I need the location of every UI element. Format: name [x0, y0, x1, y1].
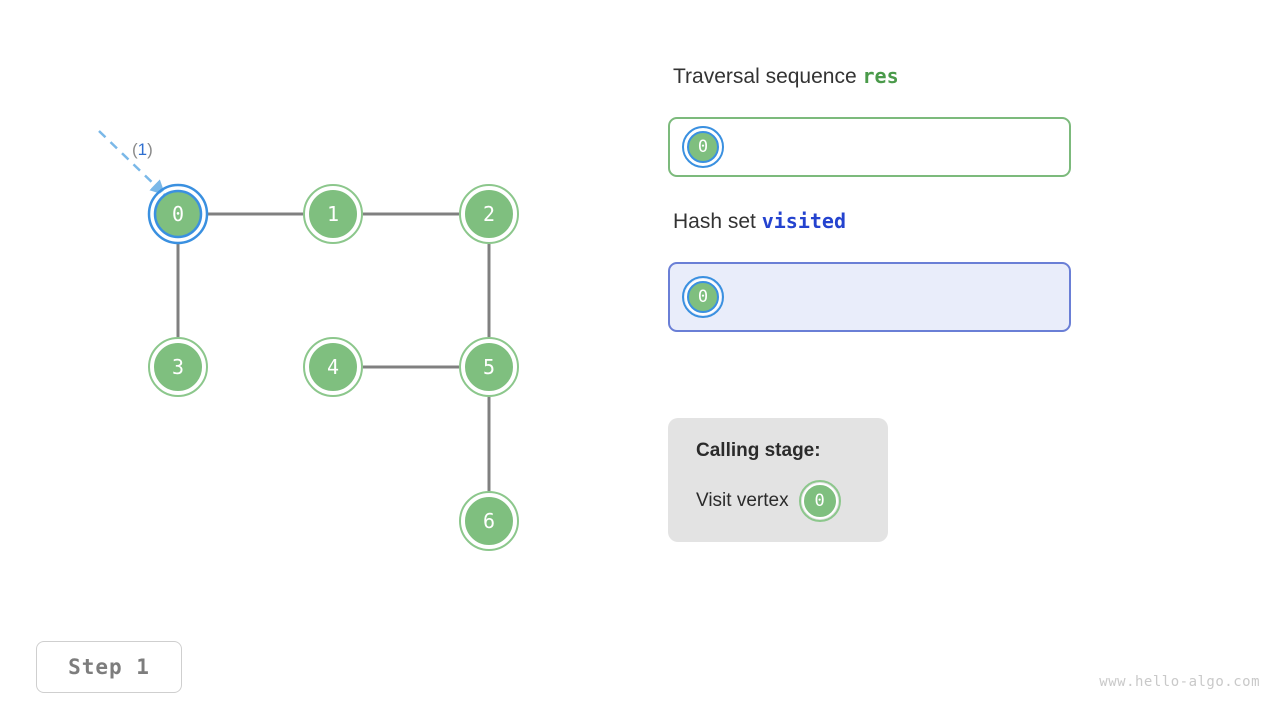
node-fill — [463, 495, 515, 547]
node-label: 1 — [327, 202, 339, 226]
token-label: 0 — [687, 131, 719, 163]
node-label: 0 — [172, 202, 184, 226]
graph-svg: (1) 0 1 2 3 4 5 6 — [98, 130, 519, 551]
node-fill — [307, 341, 359, 393]
pointer-label-number: 1 — [138, 140, 147, 159]
node-fill — [307, 188, 359, 240]
pointer-arrow — [98, 130, 166, 196]
res-item-list: 0 — [682, 119, 724, 175]
graph-panel: (1) 0 1 2 3 4 5 6 — [0, 0, 640, 620]
res-title-code: res — [862, 64, 899, 88]
node-fill — [463, 188, 515, 240]
value-token: 0 — [682, 126, 724, 168]
node-label: 3 — [172, 355, 184, 379]
node-label: 2 — [483, 202, 495, 226]
node-layer: 0 1 2 3 4 5 6 — [147, 183, 519, 551]
token-gap-ring — [685, 129, 721, 165]
node-outer-ring — [303, 337, 363, 397]
visited-container: 0 — [668, 262, 1071, 332]
node-white-gap-ring — [150, 186, 206, 242]
graph-node-2[interactable]: 2 — [459, 184, 519, 244]
node-outer-ring — [459, 184, 519, 244]
node-label: 4 — [327, 355, 339, 379]
calling-stage-card: Calling stage: Visit vertex 0 — [668, 418, 888, 542]
graph-node-4[interactable]: 4 — [303, 337, 363, 397]
graph-node-3[interactable]: 3 — [148, 337, 208, 397]
value-token: 0 — [682, 276, 724, 318]
node-fill — [153, 189, 203, 239]
node-outer-ring — [459, 491, 519, 551]
token-outer-ring — [682, 276, 724, 318]
token-gap-ring — [685, 279, 721, 315]
node-label: 5 — [483, 355, 495, 379]
token-outer-ring — [682, 126, 724, 168]
token-label: 0 — [801, 483, 838, 519]
pointer-label-open-paren: ( — [132, 140, 138, 159]
visited-title-code: visited — [761, 209, 847, 233]
pointer-arrow-label: (1) — [132, 140, 153, 159]
visited-item-list: 0 — [682, 264, 724, 330]
node-fill — [463, 341, 515, 393]
graph-node-0[interactable]: 0 — [147, 183, 209, 245]
token-outer-ring — [798, 480, 841, 522]
graph-node-6[interactable]: 6 — [459, 491, 519, 551]
node-label: 6 — [483, 509, 495, 533]
node-outer-ring — [303, 184, 363, 244]
graph-node-1[interactable]: 1 — [303, 184, 363, 244]
visited-section-title: Hash set visited — [673, 209, 846, 234]
node-outer-ring — [148, 337, 208, 397]
calling-stage-vertex-token: 0 — [798, 480, 841, 522]
edge-layer — [176, 212, 491, 491]
visited-title-text: Hash set — [673, 210, 756, 233]
calling-stage-body: Visit vertex 0 — [696, 480, 862, 522]
step-badge: Step 1 — [36, 641, 182, 693]
node-fill — [152, 341, 204, 393]
calling-stage-action: Visit vertex — [696, 490, 789, 511]
token-label: 0 — [687, 281, 719, 313]
pointer-arrow-layer: (1) — [98, 130, 166, 196]
calling-stage-title: Calling stage: — [696, 440, 821, 461]
right-panel: Traversal sequence res 0 Hash set visite… — [668, 0, 1258, 720]
node-outer-ring — [459, 337, 519, 397]
node-highlight-outer-ring — [147, 183, 209, 245]
watermark: www.hello-algo.com — [1099, 674, 1260, 690]
pointer-label-close-paren: ) — [147, 140, 153, 159]
res-container: 0 — [668, 117, 1071, 177]
res-section-title: Traversal sequence res — [673, 64, 899, 89]
res-title-text: Traversal sequence — [673, 65, 857, 88]
graph-node-5[interactable]: 5 — [459, 337, 519, 397]
